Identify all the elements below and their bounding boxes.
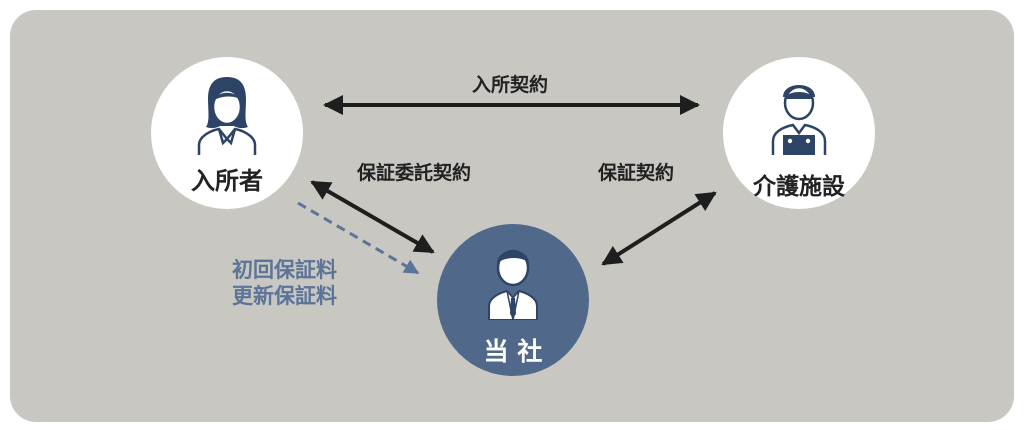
guarantee-contract-label: 保証契約	[598, 162, 675, 184]
guarantee-entrustment-contract-label: 保証委託契約	[357, 162, 472, 184]
facility-label: 介護施設	[753, 174, 845, 200]
guarantee-entrustment-arrow	[310, 180, 435, 254]
facility-node: 介護施設	[723, 57, 875, 209]
company-label: 当 社	[483, 337, 543, 366]
resident-node: 入所者	[151, 57, 303, 209]
admission-contract-label: 入所契約	[472, 74, 549, 96]
woman-avatar-icon	[197, 77, 257, 155]
businessman-avatar-icon	[488, 249, 538, 320]
fee-label-renewal: 更新保証料	[232, 284, 337, 308]
fee-label-initial: 初回保証料	[232, 258, 337, 282]
worker-avatar-icon	[771, 85, 827, 155]
fee-payment-dashed-arrow	[297, 201, 420, 275]
guarantee-contract-arrow	[601, 191, 717, 266]
company-node: 当 社	[437, 224, 589, 376]
resident-label: 入所者	[191, 167, 263, 195]
